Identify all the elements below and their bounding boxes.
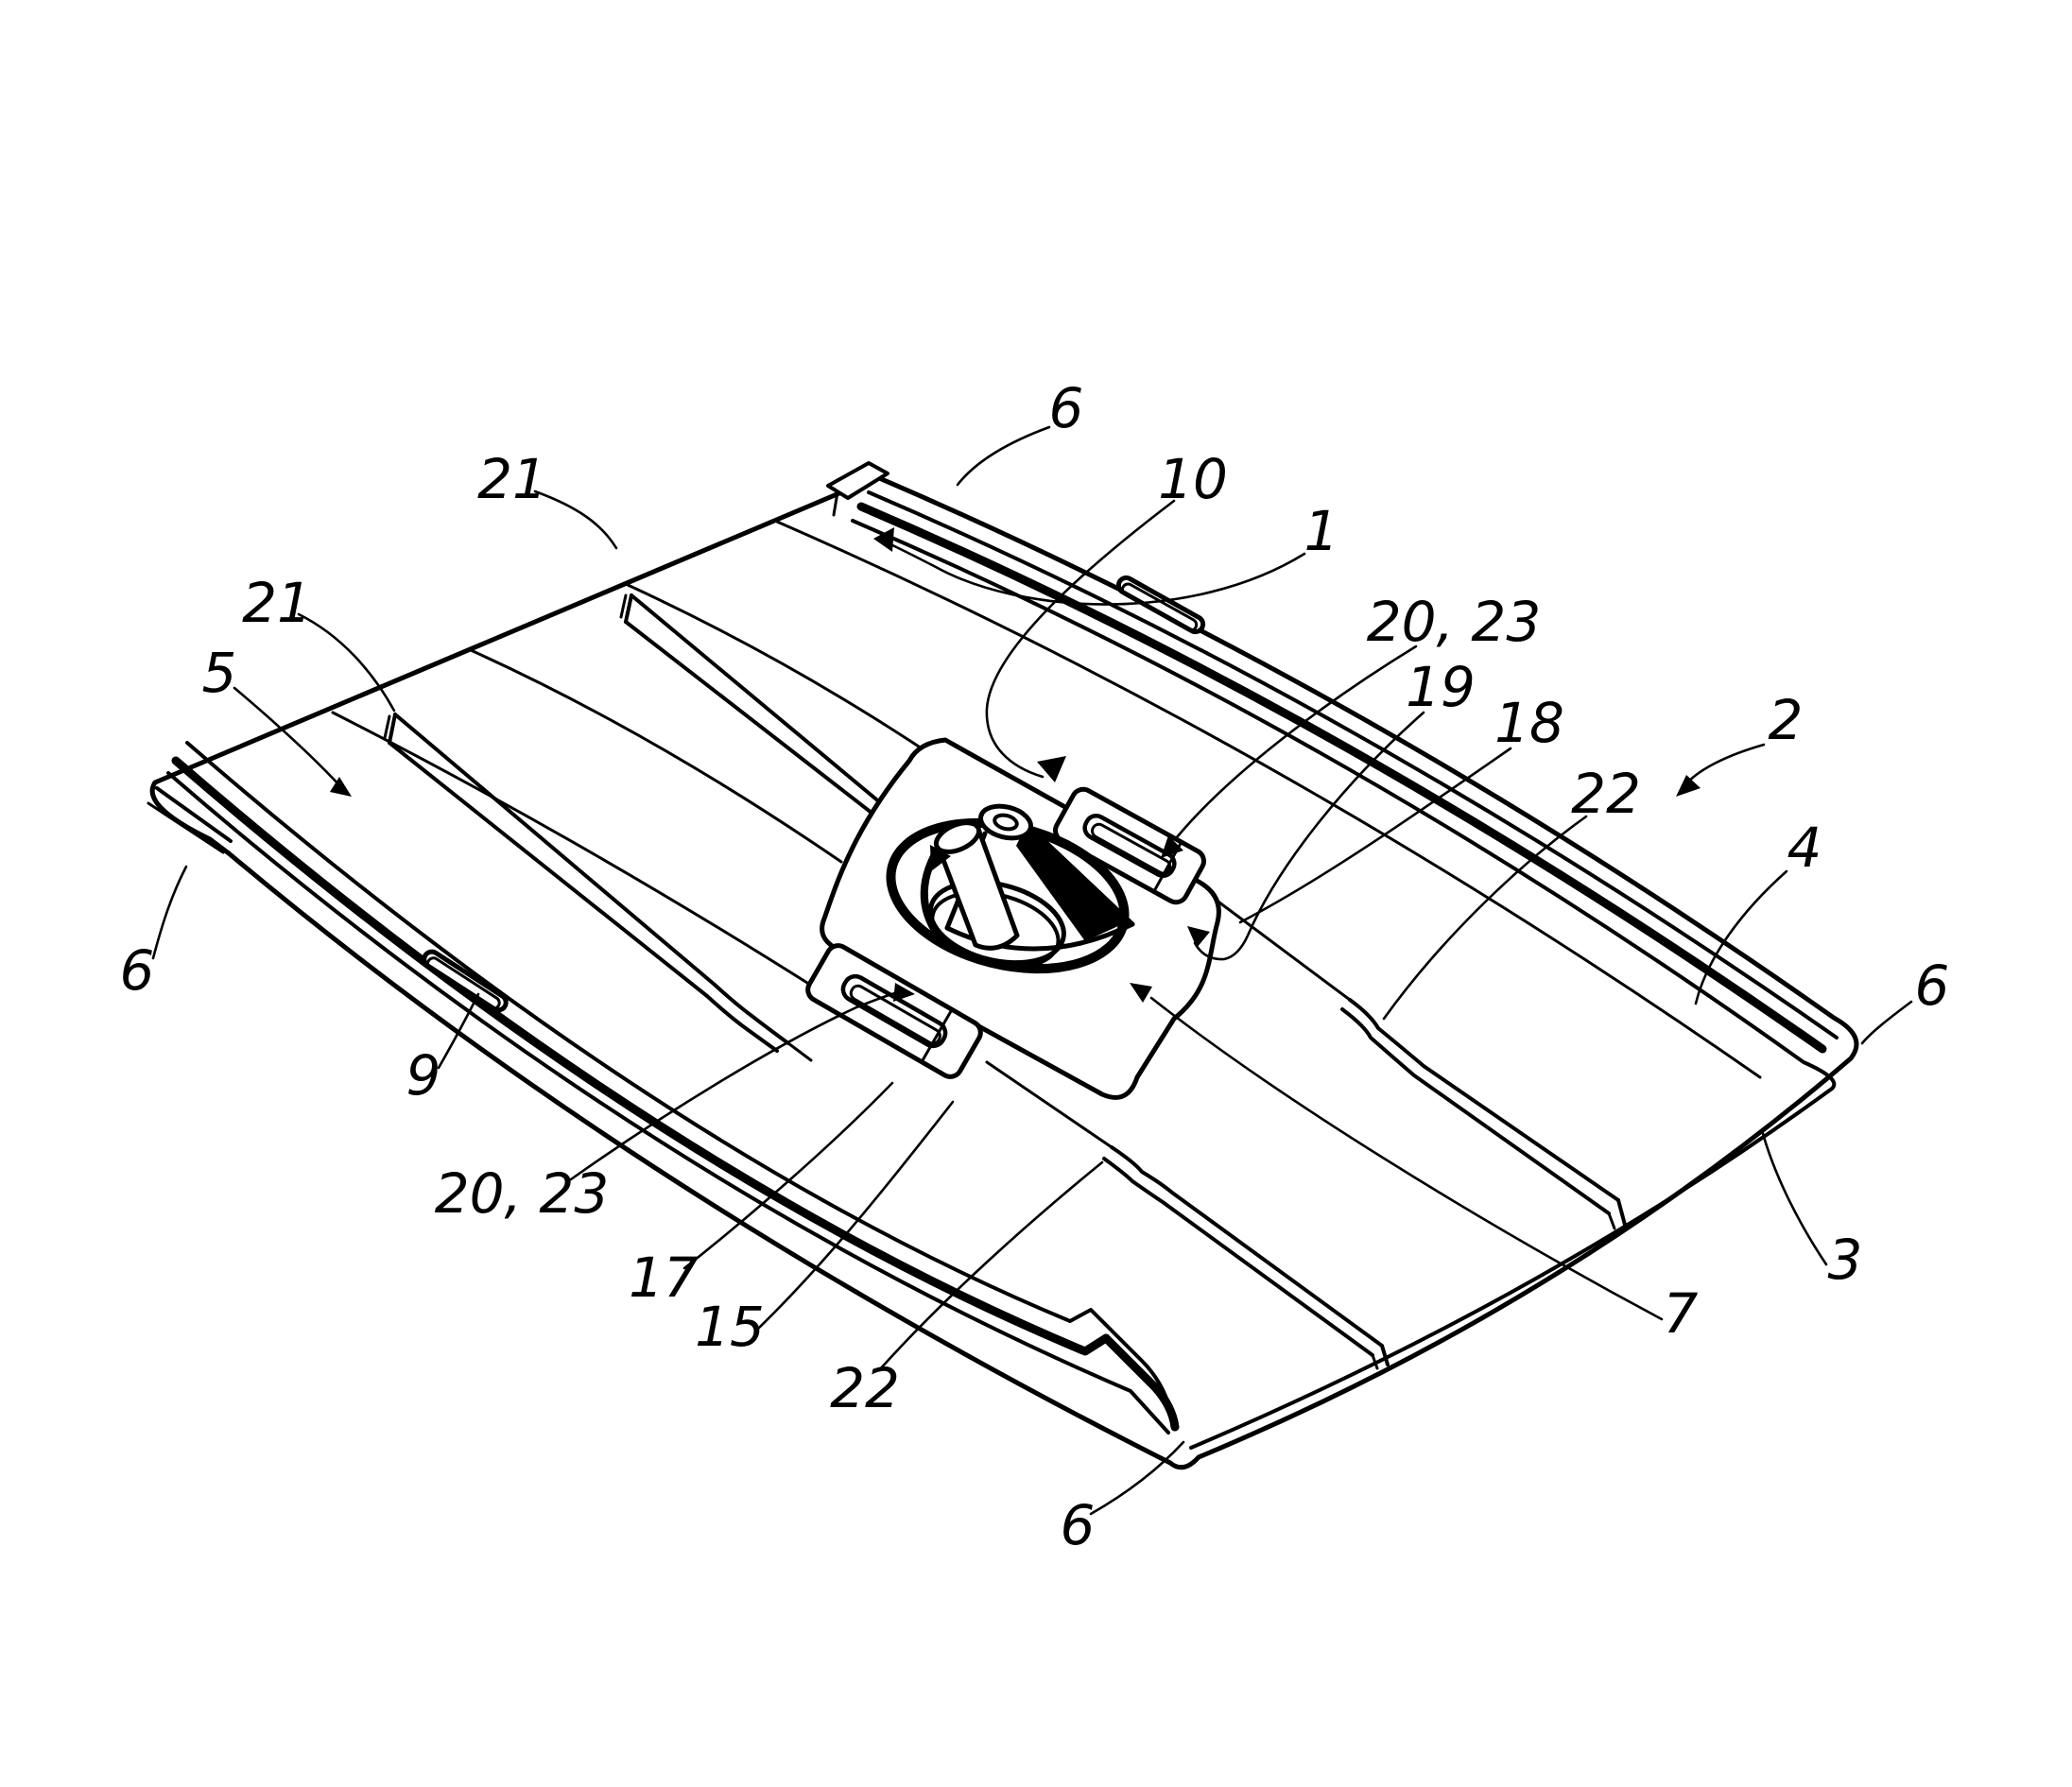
arrow-19 [1187,926,1210,948]
fold-line-4 [331,711,809,985]
leader-9 [437,992,480,1070]
ref-label-21-lower: 21 [242,571,312,635]
arrow-20-23-left [893,983,915,1002]
ref-label-18: 18 [1494,691,1564,755]
leader-3 [1760,1128,1828,1266]
spigot-cylinder [933,820,1020,951]
ref-label-22-bottom: 22 [830,1356,900,1420]
arrow-5 [330,777,352,797]
arrow-20-23-right [1161,835,1183,858]
latch-bottom [805,943,983,1079]
bottom-rail-slot [422,949,509,1013]
leader-1 [885,541,1306,606]
leader-5 [233,686,342,788]
fold-line-3 [469,648,843,864]
arrow-10 [1037,756,1066,782]
leader-21-lower [297,612,396,713]
leader-22-right [1382,815,1588,1021]
fold-lines [331,520,1762,1079]
ref-label-21-upper: 21 [477,447,547,511]
arrow-2 [1676,775,1701,797]
arrow-1 [873,527,894,552]
ref-label-20-23-right: 20, 23 [1367,590,1541,654]
leader-17 [682,1081,894,1270]
leader-6-left [151,865,188,960]
leader-20-23-left [569,990,900,1181]
fold-line-2 [624,582,949,767]
leader-7 [1149,996,1664,1321]
leader-lines [151,425,1913,1516]
corrugation-rib-b [985,1060,1384,1357]
leader-10 [985,499,1176,779]
ref-label-22-right: 22 [1571,762,1641,826]
cone-apex-cap [978,803,1033,841]
leader-18 [1238,747,1512,924]
ref-label-6-left: 6 [120,938,155,1003]
rib-21-lower [383,713,813,1062]
top-rail-slot [1115,575,1206,635]
leader-20-23-right [1175,644,1418,839]
cone-gusset [1016,824,1131,941]
leader-4 [1694,869,1788,1005]
panel-outline [149,461,1859,1470]
leader-6-right [1860,1000,1913,1045]
ref-label-7: 7 [1664,1281,1699,1346]
ref-label-1: 1 [1304,499,1339,563]
bottom-right-edge [1189,1087,1834,1450]
ref-label-2: 2 [1769,688,1804,752]
leader-22-bottom [877,1160,1104,1372]
rotation-arrow [920,845,951,951]
latch-right [1053,786,1206,905]
ref-label-17: 17 [629,1246,699,1310]
arrow-7 [1130,983,1152,1003]
ref-label-6-top: 6 [1049,376,1084,440]
mount-assembly [805,737,1221,1100]
ref-label-19: 19 [1406,655,1476,719]
ref-label-10: 10 [1158,447,1228,511]
corrugation-rib-a [1214,898,1620,1215]
leader-6-top [956,425,1051,487]
ref-label-15: 15 [695,1295,765,1359]
apex-end-cap [826,461,889,500]
leader-19 [1193,711,1425,961]
bottom-rail [147,741,1180,1435]
ref-label-3: 3 [1828,1228,1863,1292]
ref-label-6-right: 6 [1915,954,1950,1018]
leader-21-upper [533,490,618,550]
fold-line-1 [775,520,1762,1079]
leader-15 [756,1100,955,1331]
top-rail [851,490,1839,1091]
ref-label-20-23-left: 20, 23 [435,1161,609,1226]
leader-2 [1683,743,1766,788]
ref-label-5: 5 [202,641,237,705]
ref-label-4: 4 [1787,816,1822,880]
ref-label-6-bottom: 6 [1061,1493,1096,1557]
leader-6-bottom [1089,1440,1185,1516]
ref-label-9: 9 [406,1043,441,1108]
